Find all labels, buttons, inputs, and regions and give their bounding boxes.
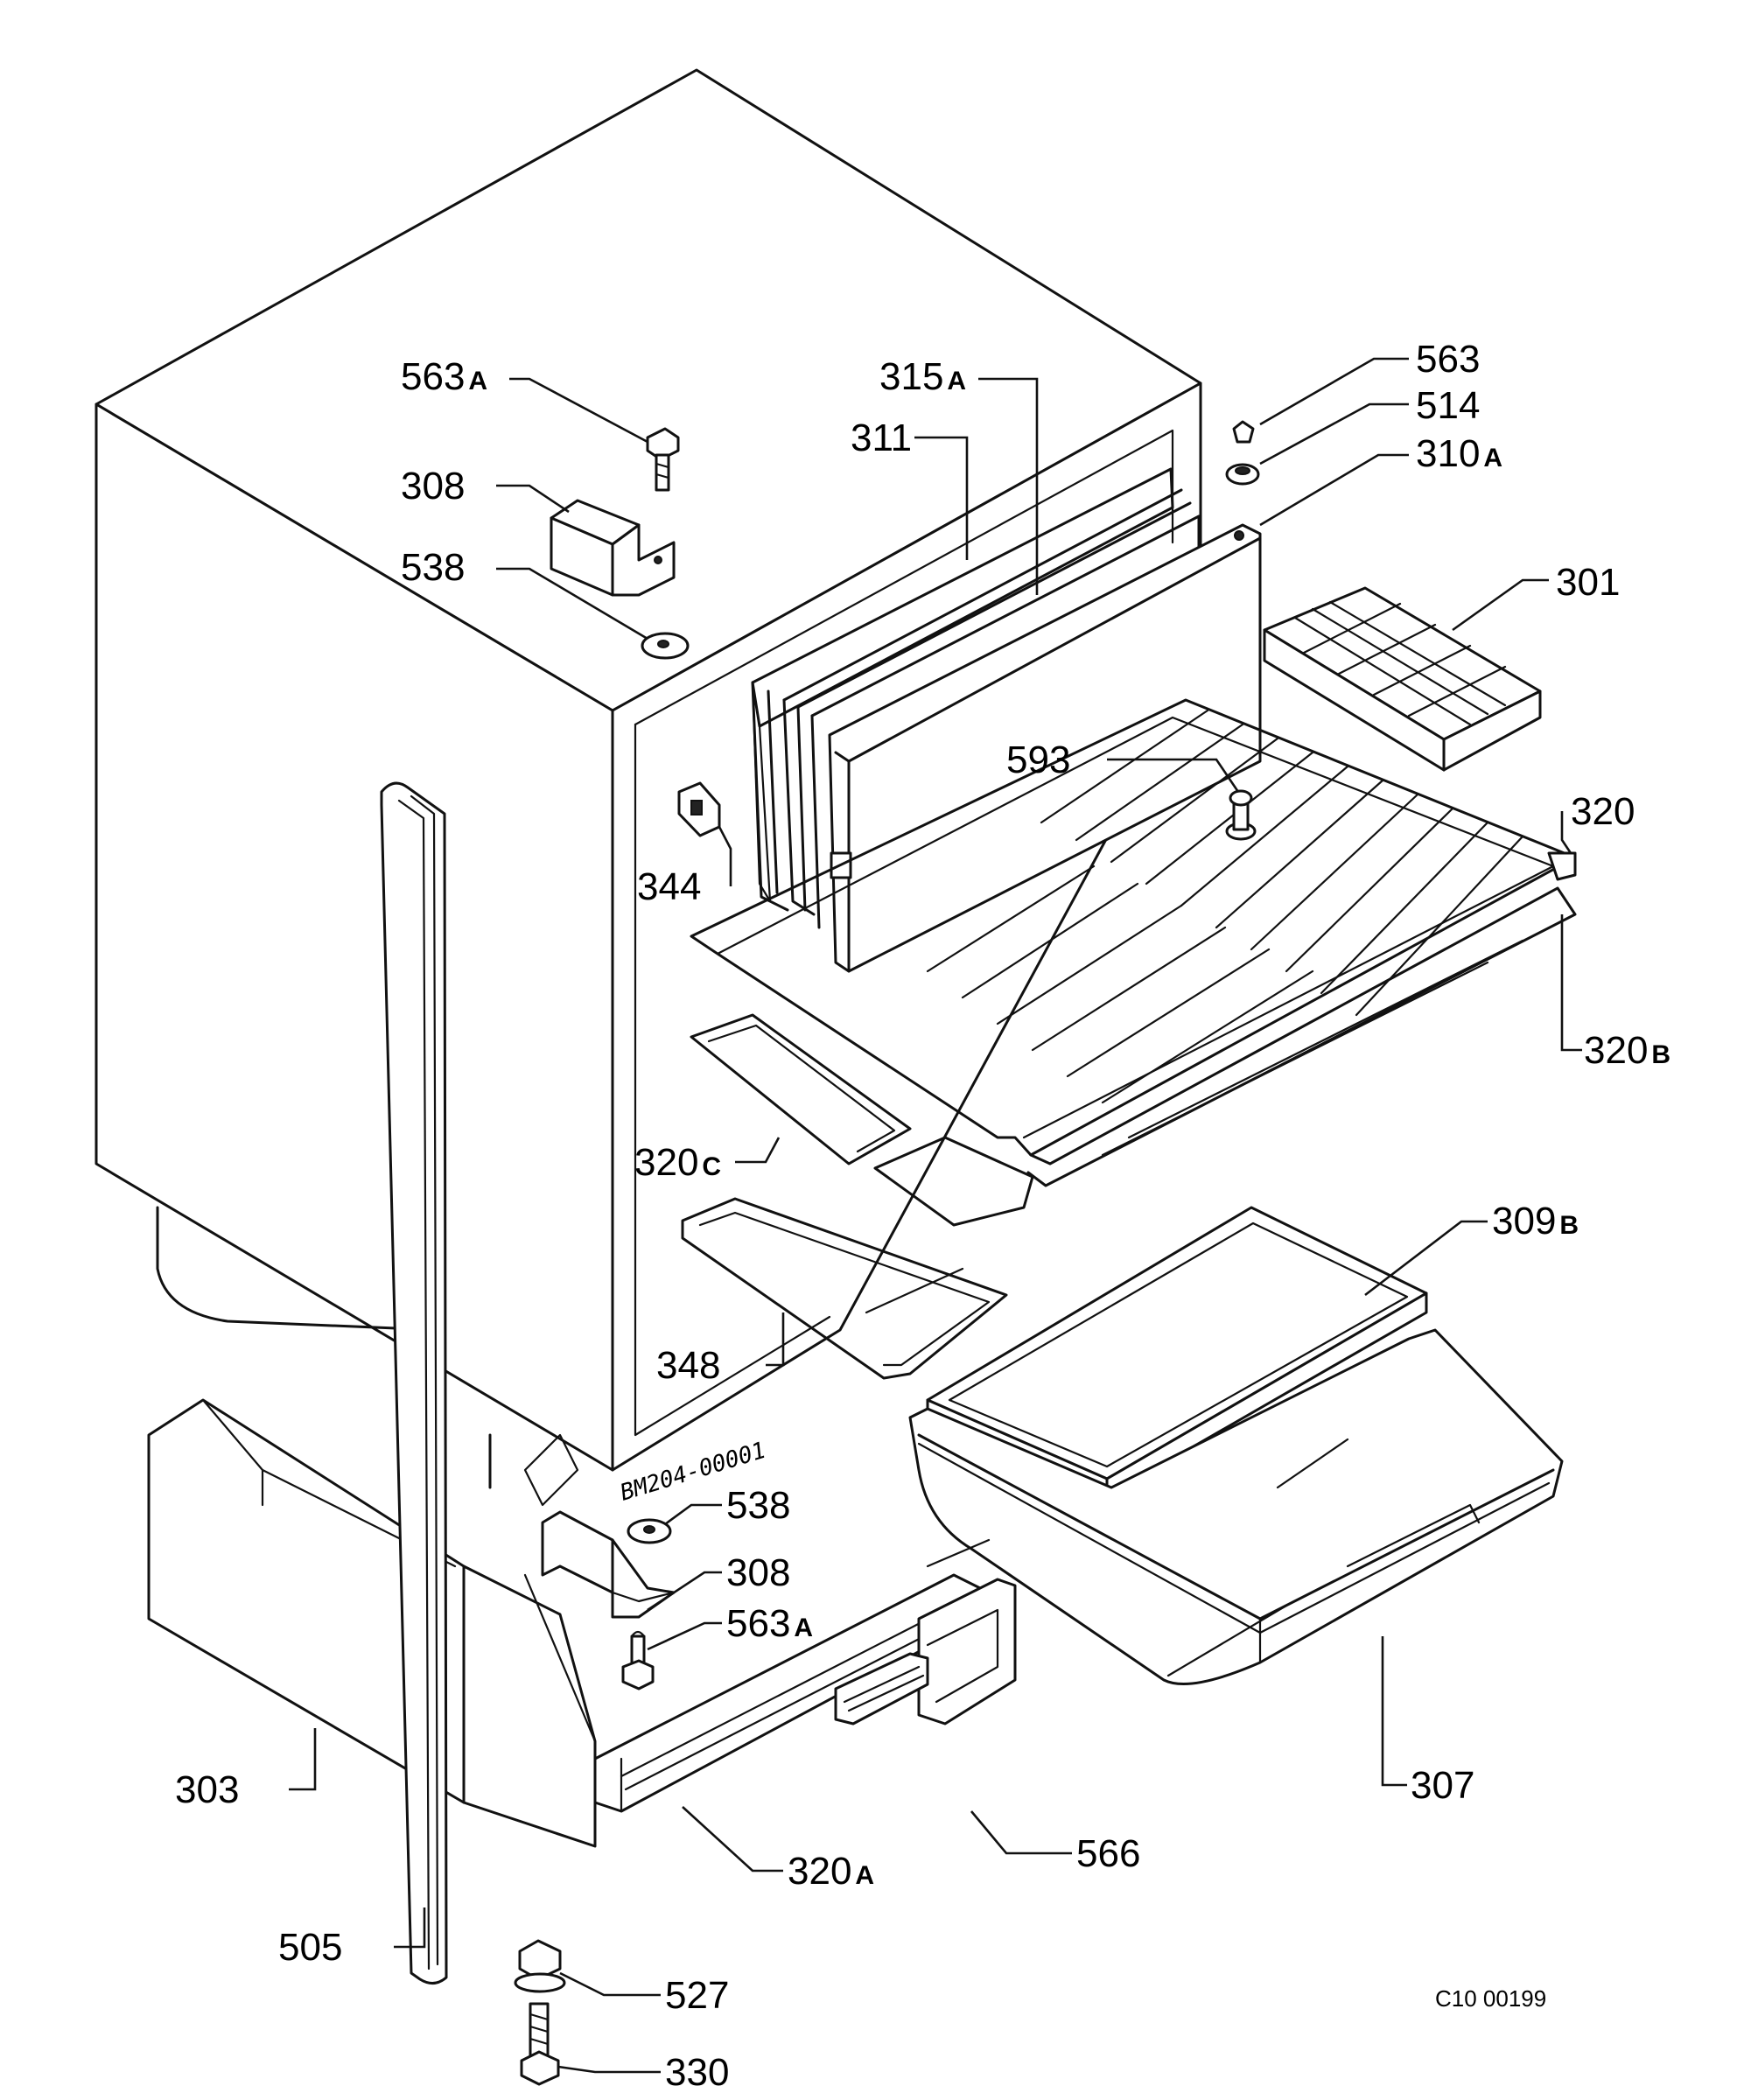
label-303: 303 bbox=[175, 1768, 239, 1811]
label-301: 301 bbox=[1556, 561, 1620, 604]
shelf-348 bbox=[681, 1197, 1008, 1380]
leader-lines bbox=[289, 357, 1582, 2074]
hinge-308-bottom bbox=[541, 1510, 676, 1619]
screw-563a-top bbox=[646, 427, 680, 492]
washer-538-bottom bbox=[627, 1518, 672, 1544]
label-330: 330 bbox=[665, 2051, 729, 2094]
ice-tray-301 bbox=[1263, 586, 1542, 772]
kick-plate-320a bbox=[593, 1538, 991, 1813]
shelf-320b bbox=[1026, 886, 1577, 1187]
label-308-top: 308 bbox=[401, 465, 465, 508]
label-311: 311 bbox=[851, 416, 912, 459]
washer-538-top bbox=[641, 632, 690, 660]
nut-527 bbox=[514, 1939, 566, 1993]
label-514: 514 bbox=[1416, 384, 1480, 427]
label-307: 307 bbox=[1411, 1764, 1474, 1807]
label-566: 566 bbox=[1076, 1832, 1140, 1875]
cap-514 bbox=[1225, 463, 1260, 486]
label-527: 527 bbox=[665, 1974, 729, 2017]
gasket-strip-505 bbox=[380, 781, 448, 1984]
label-320: 320 bbox=[1571, 790, 1635, 833]
label-538-bottom: 538 bbox=[726, 1484, 790, 1527]
screw-330 bbox=[520, 2002, 560, 2086]
freezer-frames-311-315a bbox=[751, 467, 1201, 929]
label-348: 348 bbox=[656, 1344, 720, 1387]
shelf-320c bbox=[690, 1013, 1034, 1227]
door-panel-303 bbox=[147, 1398, 597, 1848]
label-563: 563 bbox=[1416, 338, 1480, 381]
screw-563a-bottom bbox=[621, 1630, 655, 1690]
screw-563-top-right bbox=[1232, 420, 1255, 444]
label-538-top: 538 bbox=[401, 546, 465, 589]
hinge-308-top bbox=[550, 499, 676, 597]
label-593: 593 bbox=[1006, 738, 1070, 781]
bracket-566 bbox=[834, 1578, 1017, 1726]
drawing-code: C10 00199 bbox=[1435, 1985, 1546, 2012]
shelf-320 bbox=[690, 698, 1577, 1157]
label-505: 505 bbox=[278, 1926, 342, 1969]
crisper-drawer-307 bbox=[908, 1328, 1564, 1685]
label-308-bottom: 308 bbox=[726, 1551, 790, 1594]
label-344: 344 bbox=[637, 865, 701, 908]
freezer-door-310a bbox=[828, 523, 1262, 973]
stud-593 bbox=[1225, 789, 1257, 841]
